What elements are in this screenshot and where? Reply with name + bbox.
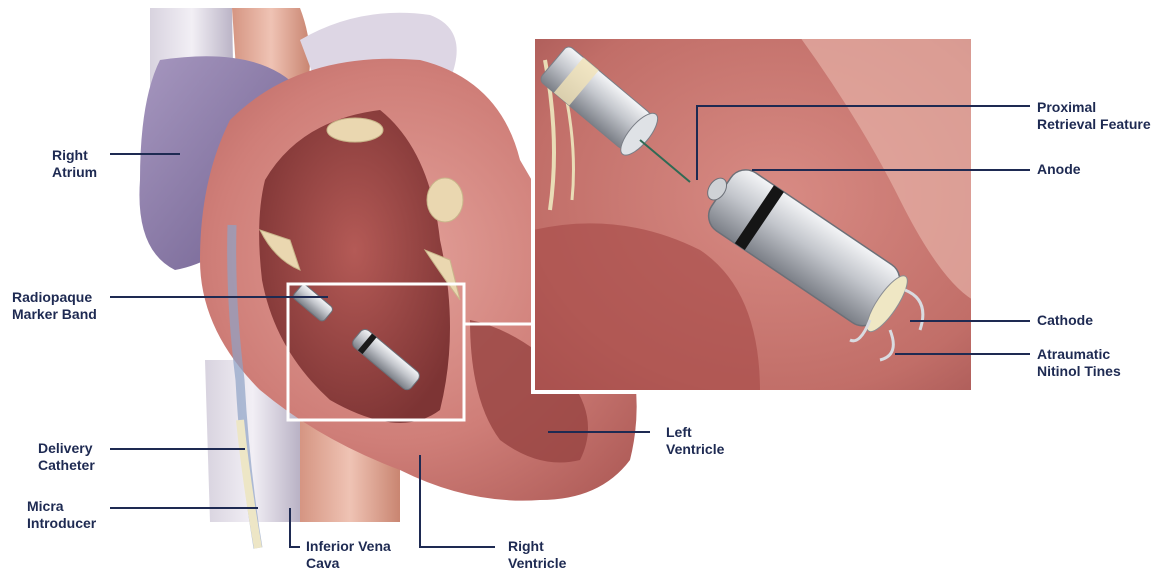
label-right-atrium: Right Atrium xyxy=(52,147,97,181)
label-anode: Anode xyxy=(1037,161,1081,178)
label-left-ventricle: Left Ventricle xyxy=(666,424,724,458)
pulmonary-valve xyxy=(427,178,463,222)
label-atraumatic-nitinol-tines: Atraumatic Nitinol Tines xyxy=(1037,346,1121,380)
zoom-inset xyxy=(533,37,973,392)
label-radiopaque-marker-band: Radiopaque Marker Band xyxy=(12,289,97,323)
label-proximal-retrieval-feature: Proximal Retrieval Feature xyxy=(1037,99,1151,133)
label-cathode: Cathode xyxy=(1037,312,1093,329)
label-inferior-vena-cava: Inferior Vena Cava xyxy=(306,538,391,572)
label-micra-introducer: Micra Introducer xyxy=(27,498,96,532)
label-right-ventricle: Right Ventricle xyxy=(508,538,566,572)
tricuspid-valve xyxy=(327,118,383,142)
label-delivery-catheter: Delivery Catheter xyxy=(38,440,95,474)
